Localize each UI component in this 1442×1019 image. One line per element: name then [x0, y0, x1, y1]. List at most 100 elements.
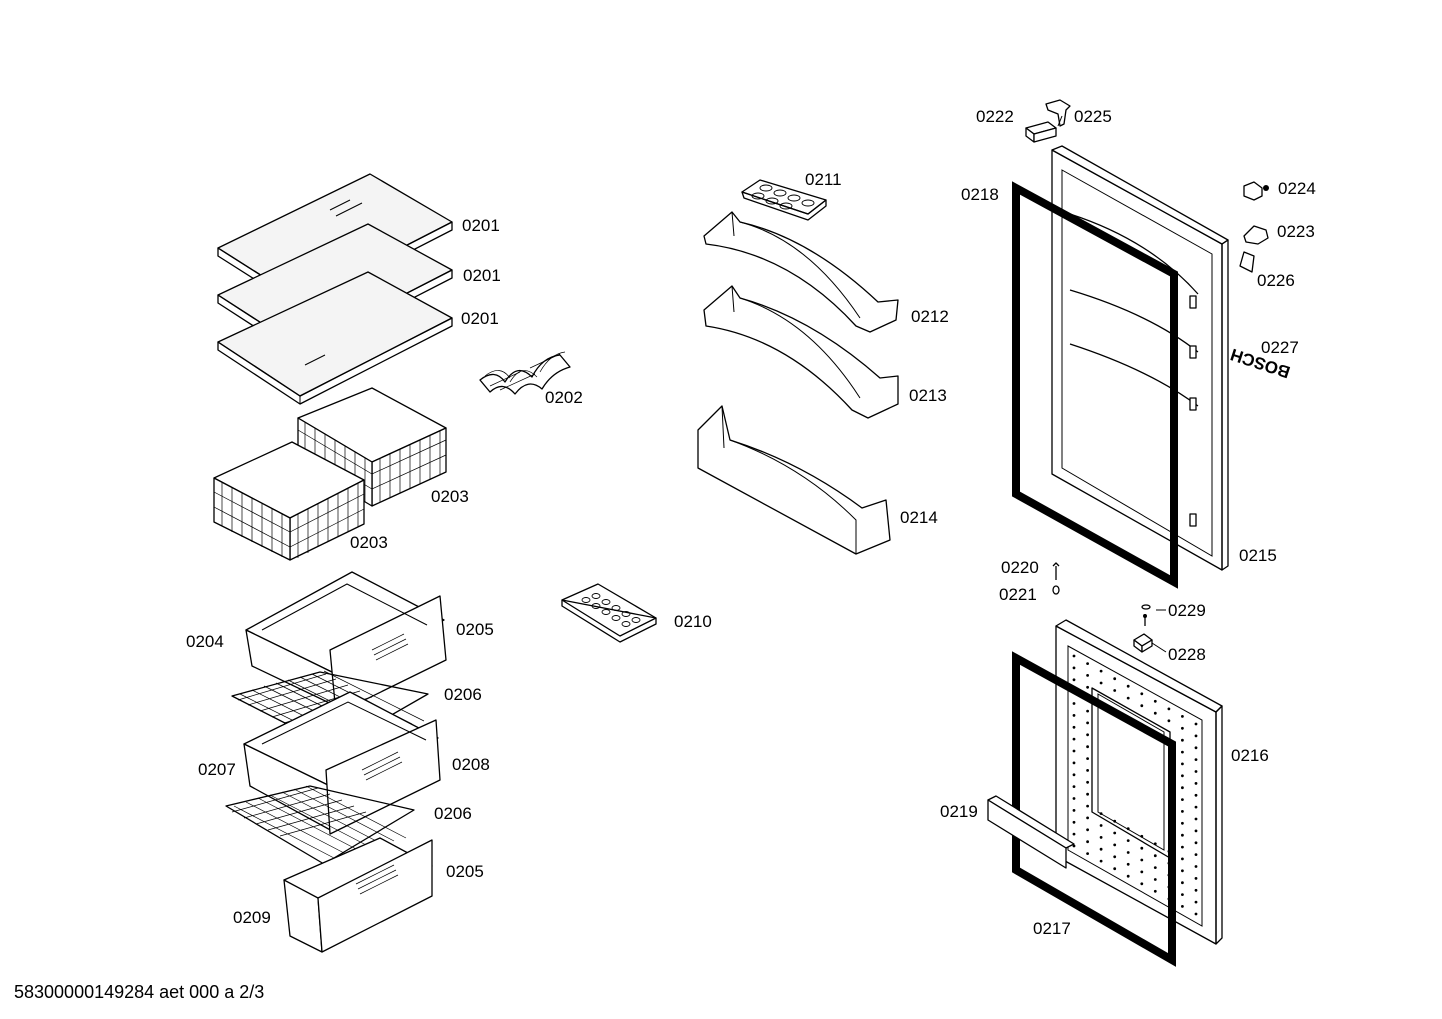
- small-part-0223: [1243, 225, 1269, 245]
- small-part-0225: [1045, 99, 1071, 127]
- liner-dot: [1153, 854, 1157, 858]
- liner-dot: [1140, 870, 1144, 874]
- liner-dot: [1086, 769, 1089, 772]
- label-0219: 0219: [940, 802, 978, 821]
- leader-lines: [1057, 115, 1167, 653]
- liner-dot: [1086, 674, 1089, 677]
- label-0205-top: 0205: [456, 620, 494, 639]
- liner-dot: [1181, 750, 1184, 754]
- liner-dot: [1194, 865, 1198, 868]
- lower-door-gasket-0217: [1012, 651, 1176, 967]
- wire-grid-bottom: [225, 785, 415, 865]
- label-0203-front: 0203: [350, 533, 388, 552]
- lower-door-0216: [1055, 619, 1223, 945]
- liner-dot: [1099, 812, 1103, 815]
- label-0228: 0228: [1168, 645, 1206, 664]
- liner-dot: [1072, 761, 1076, 765]
- label-0216: 0216: [1231, 746, 1269, 765]
- liner-dot: [1153, 878, 1157, 881]
- liner-dot: [1181, 762, 1184, 766]
- liner-dot: [1153, 866, 1157, 869]
- label-0207: 0207: [198, 760, 236, 779]
- small-part-0222: [1025, 121, 1057, 143]
- liner-dot: [1086, 840, 1089, 844]
- door-shelf-0214: [697, 405, 891, 555]
- liner-dot: [1072, 844, 1076, 848]
- liner-dot: [1194, 877, 1198, 880]
- liner-dot: [1194, 770, 1198, 773]
- liner-dot: [1086, 721, 1089, 725]
- label-0208: 0208: [452, 755, 490, 774]
- small-part-0228: [1133, 633, 1153, 653]
- freezer-drawer-bottom: [283, 837, 433, 953]
- liner-dot: [1126, 874, 1130, 878]
- liner-dot: [1194, 817, 1198, 821]
- liner-dot: [1072, 678, 1076, 682]
- label-0205-bottom: 0205: [446, 862, 484, 881]
- upper-door-gasket-0218: [1012, 181, 1178, 589]
- liner-dot: [1181, 726, 1184, 730]
- freezer-drawer-top: [245, 571, 447, 715]
- liner-dot: [1099, 847, 1103, 851]
- liner-dot: [1099, 859, 1103, 863]
- liner-dot: [1072, 832, 1076, 836]
- liner-dot: [1086, 733, 1089, 737]
- liner-dot: [1113, 855, 1117, 859]
- liner-dot: [1194, 829, 1198, 833]
- liner-dot: [1140, 846, 1144, 850]
- liner-dot: [1113, 867, 1117, 871]
- label-0218: 0218: [961, 185, 999, 204]
- liner-dot: [1194, 758, 1198, 761]
- label-0227: 0227: [1261, 338, 1299, 357]
- glass-shelf-bottom: [217, 271, 453, 405]
- label-0209: 0209: [233, 908, 271, 927]
- liner-dot: [1072, 654, 1076, 658]
- label-0224: 0224: [1278, 179, 1316, 198]
- upper-door-0215: [1051, 145, 1229, 571]
- liner-dot: [1072, 666, 1076, 670]
- label-0204: 0204: [186, 632, 224, 651]
- door-shelf-0212: [703, 211, 899, 333]
- liner-dot: [1181, 738, 1184, 742]
- ice-cube-tray: [561, 583, 657, 643]
- liner-dot: [1194, 888, 1198, 892]
- liner-dot: [1099, 836, 1103, 839]
- liner-dot: [1194, 793, 1198, 797]
- liner-dot: [1167, 719, 1171, 723]
- label-0211: 0211: [805, 170, 842, 189]
- liner-dot: [1181, 810, 1184, 813]
- liner-dot: [1113, 689, 1117, 692]
- liner-dot: [1099, 681, 1103, 685]
- small-part-0226: [1239, 251, 1255, 273]
- liner-dot: [1194, 912, 1198, 916]
- label-0201-top: 0201: [462, 216, 500, 235]
- liner-dot: [1086, 804, 1089, 808]
- liner-dot: [1072, 702, 1076, 705]
- liner-dot: [1072, 714, 1076, 717]
- liner-dot: [1072, 820, 1076, 824]
- small-part-0229: [1141, 604, 1151, 626]
- liner-dot: [1194, 900, 1198, 904]
- wire-basket-front: [213, 441, 365, 561]
- small-part-0221: [1052, 585, 1060, 595]
- liner-dot: [1153, 889, 1157, 893]
- label-0206-top: 0206: [444, 685, 482, 704]
- freezer-drawer-middle: [243, 691, 441, 835]
- liner-dot: [1072, 749, 1076, 753]
- liner-dot: [1194, 722, 1198, 726]
- handle-0219: [987, 795, 1075, 869]
- liner-dot: [1126, 862, 1130, 866]
- part-labels: 0201 0201 0201 0202 0203 0203 0204 0205 …: [186, 107, 1316, 938]
- label-0217: 0217: [1033, 919, 1071, 938]
- liner-dot: [1126, 839, 1130, 842]
- label-0212: 0212: [911, 307, 949, 326]
- liner-dot: [1181, 869, 1184, 873]
- liner-dot: [1086, 685, 1089, 689]
- liner-dot: [1140, 692, 1144, 696]
- liner-dot: [1140, 704, 1144, 708]
- liner-dot: [1113, 677, 1117, 681]
- label-0210: 0210: [674, 612, 712, 631]
- drawing-code: 58300000149284 aet 000 a 2/3: [14, 982, 265, 1002]
- label-0201-middle: 0201: [463, 266, 501, 285]
